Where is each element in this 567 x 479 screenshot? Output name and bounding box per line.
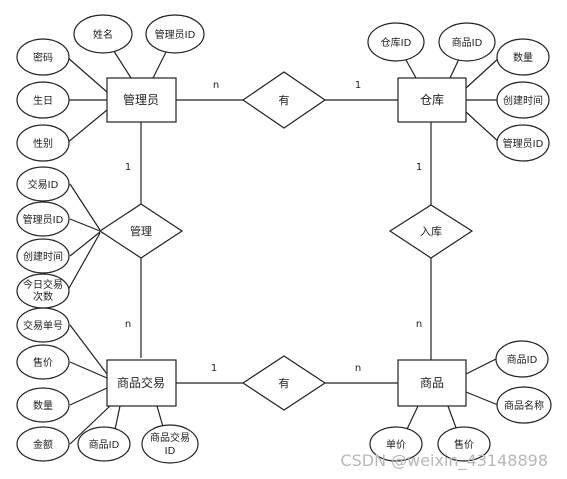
entity-admin: 管理员 — [106, 77, 177, 123]
attr-manage-created-label: 创建时间 — [23, 250, 63, 263]
attr-goods-name-label: 商品名称 — [504, 399, 544, 412]
attr-trade-trade-id-label-1: 商品交易 — [150, 431, 190, 444]
attr-admin-name-label: 姓名 — [93, 28, 113, 41]
attr-warehouse-created: 创建时间 — [496, 81, 550, 119]
cardinality-trade-have: 1 — [211, 363, 217, 374]
attr-admin-password: 密码 — [16, 38, 70, 76]
attr-admin-name: 姓名 — [73, 14, 133, 54]
attr-manage-trade-id: 交易ID — [16, 166, 70, 202]
entity-warehouse-label: 仓库 — [420, 92, 444, 107]
attr-manage-trade-id-label: 交易ID — [28, 178, 59, 191]
attr-goods-name: 商品名称 — [496, 386, 552, 424]
cardinality-admin-manage: 1 — [125, 162, 131, 173]
attr-goods-id-label: 商品ID — [507, 353, 538, 366]
attr-manage-daily-count-label-2: 次数 — [33, 290, 53, 303]
cardinality-have-goods: n — [355, 363, 361, 374]
attr-trade-trade-id: 商品交易 ID — [141, 424, 199, 464]
attr-trade-price-label: 售价 — [33, 356, 53, 369]
cardinality-have-warehouse: 1 — [355, 80, 361, 91]
attr-admin-id: 管理员ID — [145, 14, 205, 54]
relation-stock-in: 入库 — [388, 204, 474, 259]
entity-admin-label: 管理员 — [123, 92, 159, 107]
attr-admin-birthday-label: 生日 — [33, 94, 53, 107]
attr-admin-birthday: 生日 — [16, 81, 70, 119]
entity-goods: 商品 — [397, 359, 467, 407]
attr-trade-price: 售价 — [16, 344, 70, 380]
attr-warehouse-admin-id-label: 管理员ID — [503, 137, 544, 150]
attr-warehouse-goods-id: 商品ID — [438, 22, 496, 62]
entity-trade: 商品交易 — [106, 359, 177, 407]
attr-manage-daily-count-label-1: 今日交易 — [23, 278, 63, 291]
entity-goods-label: 商品 — [420, 375, 444, 390]
entity-trade-label: 商品交易 — [117, 375, 165, 390]
attr-manage-daily-count: 今日交易 次数 — [16, 273, 70, 309]
relation-manage: 管理 — [98, 203, 184, 259]
cardinality-stock-goods: n — [416, 319, 422, 330]
attr-warehouse-id-label: 仓库ID — [381, 36, 412, 49]
attr-admin-gender-label: 性别 — [33, 137, 53, 150]
attr-manage-created: 创建时间 — [16, 238, 70, 274]
attr-trade-goods-id: 商品ID — [77, 426, 131, 462]
watermark: CSDN @weixin_43148898 — [340, 451, 548, 471]
cardinality-admin-have: n — [213, 80, 219, 91]
attr-goods-id: 商品ID — [495, 340, 549, 378]
cardinality-manage-trade: n — [125, 319, 131, 330]
attr-warehouse-id: 仓库ID — [367, 22, 425, 62]
attr-trade-amount: 金额 — [16, 426, 70, 462]
relation-manage-label: 管理 — [130, 224, 152, 238]
entity-warehouse: 仓库 — [397, 77, 467, 123]
attr-warehouse-goods-id-label: 商品ID — [452, 36, 483, 49]
attr-trade-order-no: 交易单号 — [16, 307, 70, 343]
relation-admin-warehouse: 有 — [241, 71, 327, 129]
attr-trade-quantity-label: 数量 — [33, 399, 53, 412]
attr-admin-id-label: 管理员ID — [155, 28, 196, 41]
relation-stock-in-label: 入库 — [420, 225, 442, 238]
attr-goods-unit-price-label: 单价 — [386, 439, 406, 451]
attr-goods-sale-price-label: 售价 — [454, 438, 474, 451]
relation-admin-warehouse-label: 有 — [279, 93, 290, 107]
attr-warehouse-quantity: 数量 — [496, 38, 550, 76]
attr-trade-quantity: 数量 — [16, 387, 70, 423]
attr-warehouse-created-label: 创建时间 — [503, 94, 543, 107]
attr-warehouse-admin-id: 管理员ID — [496, 124, 550, 162]
attr-admin-gender: 性别 — [16, 124, 70, 162]
relation-trade-goods-label: 有 — [279, 376, 290, 390]
attr-goods-sale-price: 售价 — [437, 426, 491, 462]
attr-trade-amount-label: 金额 — [33, 438, 53, 451]
attr-goods-unit-price: 单价 — [369, 426, 423, 462]
attr-trade-goods-id-label: 商品ID — [89, 438, 120, 451]
attr-manage-admin-id: 管理员ID — [16, 201, 70, 237]
cardinality-warehouse-stock: 1 — [416, 162, 422, 173]
attr-trade-trade-id-label-2: ID — [165, 446, 176, 457]
relation-trade-goods: 有 — [241, 355, 327, 411]
attr-warehouse-quantity-label: 数量 — [513, 51, 533, 64]
attr-admin-password-label: 密码 — [33, 51, 53, 64]
attr-trade-order-no-label: 交易单号 — [23, 319, 63, 332]
attr-manage-admin-id-label: 管理员ID — [23, 213, 64, 226]
